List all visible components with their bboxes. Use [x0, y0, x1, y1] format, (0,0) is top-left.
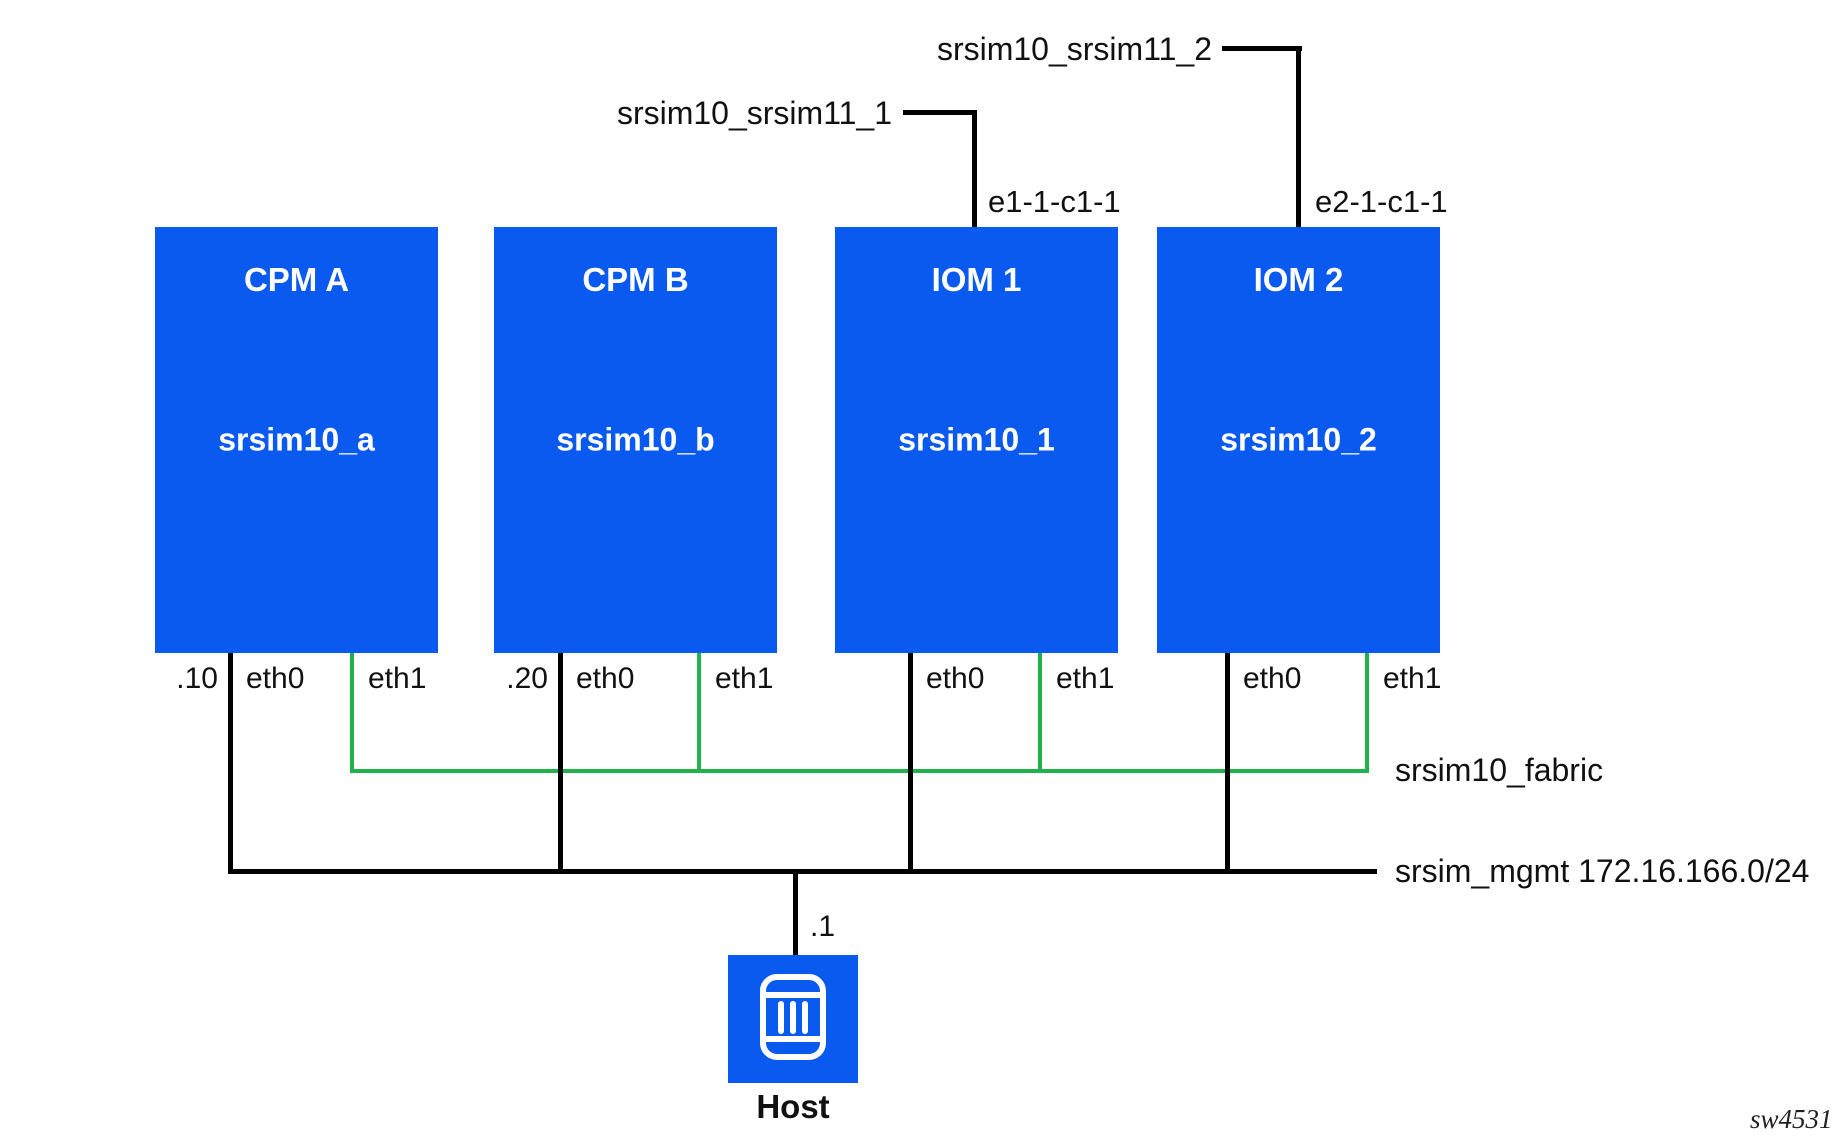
- eth0-link-iom-2: [1225, 653, 1230, 874]
- eth0-link-cpm-b: [558, 653, 563, 874]
- port-label-eth0-iom-2: eth0: [1243, 662, 1302, 695]
- uplink1-horizontal-line: [903, 110, 975, 115]
- eth1-link-cpm-b: [697, 653, 701, 773]
- node-title: CPM A: [243, 261, 350, 298]
- eth1-link-iom-2: [1365, 653, 1369, 773]
- port-label-eth1-iom-1: eth1: [1056, 662, 1115, 695]
- port-label-eth1-cpm-b: eth1: [715, 662, 774, 695]
- node-box-cpm-b: CPM B srsim10_b: [494, 227, 777, 653]
- node-box-cpm-a: CPM A srsim10_a: [155, 227, 438, 653]
- mgmt-network-label: srsim_mgmt 172.16.166.0/24: [1395, 853, 1810, 889]
- node-title: CPM B: [582, 261, 689, 298]
- figure-id: sw4531: [1750, 1104, 1833, 1134]
- node-name: srsim10_a: [218, 421, 375, 458]
- port-label-eth0-iom-1: eth0: [926, 662, 985, 695]
- fabric-bus-line: [350, 769, 1369, 773]
- eth1-link-cpm-a: [350, 653, 354, 773]
- mgmt-ip-suffix-cpm-a: .10: [176, 662, 218, 695]
- port-label-eth1-iom-2: eth1: [1383, 662, 1442, 695]
- fabric-network-label: srsim10_fabric: [1395, 752, 1604, 788]
- uplink2-port-label: e2-1-c1-1: [1315, 184, 1448, 219]
- mgmt-ip-suffix-cpm-b: .20: [506, 662, 548, 695]
- host-label: Host: [756, 1088, 830, 1125]
- eth0-link-iom-1: [908, 653, 913, 874]
- node-box-iom-2: IOM 2 srsim10_2: [1157, 227, 1440, 653]
- uplink1-network-label: srsim10_srsim11_1: [616, 95, 892, 131]
- host-mgmt-link: [793, 871, 798, 955]
- mgmt-bus-line: [228, 869, 1377, 874]
- node-box-iom-1: IOM 1 srsim10_1: [835, 227, 1118, 653]
- port-label-eth1-cpm-a: eth1: [368, 662, 427, 695]
- uplink1-port-label: e1-1-c1-1: [988, 184, 1121, 219]
- host-box: [728, 955, 858, 1083]
- node-title: IOM 2: [1253, 261, 1344, 298]
- node-title: IOM 1: [931, 261, 1022, 298]
- port-label-eth0-cpm-b: eth0: [576, 662, 635, 695]
- node-name: srsim10_2: [1220, 421, 1377, 458]
- node-name: srsim10_1: [898, 421, 1055, 458]
- uplink2-horizontal-line: [1222, 46, 1302, 51]
- server-icon: [758, 972, 828, 1067]
- host-ip-suffix-label: .1: [810, 910, 836, 943]
- port-label-eth0-cpm-a: eth0: [246, 662, 305, 695]
- eth1-link-iom-1: [1038, 653, 1042, 773]
- uplink1-vertical-line: [972, 110, 977, 229]
- uplink2-network-label: srsim10_srsim11_2: [936, 31, 1212, 67]
- uplink2-vertical-line: [1296, 46, 1301, 229]
- node-name: srsim10_b: [556, 421, 715, 458]
- eth0-link-cpm-a: [228, 653, 233, 874]
